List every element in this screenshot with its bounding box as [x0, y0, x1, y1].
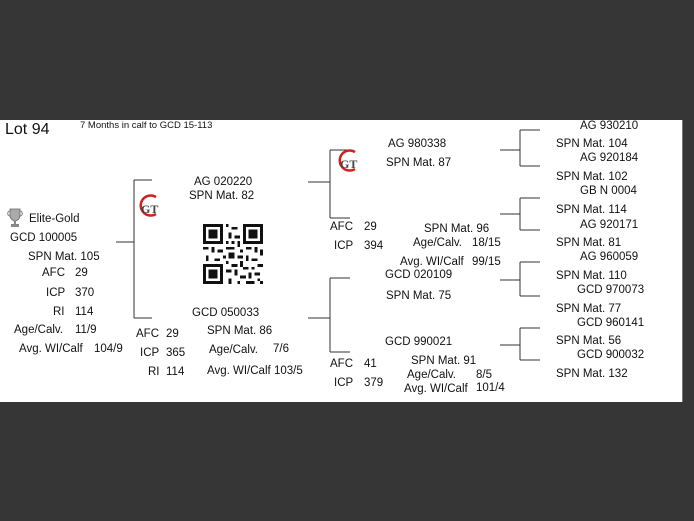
ggp-5-spn: SPN Mat. 110	[556, 270, 627, 282]
trophy-icon	[7, 208, 23, 227]
subject-afc-value: 29	[75, 267, 88, 279]
dam-dam-spn: SPN Mat. 91	[411, 355, 477, 367]
dam-ri-label: RI	[148, 366, 160, 378]
gt-logo: GT	[335, 149, 359, 180]
subject-afc-label: AFC	[42, 267, 65, 279]
ggp-1-id: AG 930210	[580, 120, 639, 132]
dam-wi-label: Avg. WI/Calf	[207, 365, 271, 377]
dam-dam-age-value: 8/5	[476, 369, 492, 381]
svg-text:GT: GT	[141, 202, 158, 216]
ggp-7-id: GCD 960141	[577, 317, 645, 329]
sire-dam-age-label: Age/Calv.	[413, 237, 463, 249]
subject-icp-value: 370	[75, 287, 95, 299]
sire-dam-wi-label: Avg. WI/Calf	[400, 256, 464, 268]
svg-text:GT: GT	[340, 157, 357, 171]
dam-dam-icp-label: ICP	[334, 377, 354, 389]
sire-id: AG 020220	[194, 176, 253, 188]
dam-dam-afc-value: 41	[364, 358, 377, 370]
dam-ri-value: 114	[166, 366, 185, 378]
award-label: Elite-Gold	[29, 213, 80, 225]
dam-wi-value: 103/5	[274, 365, 303, 377]
sire-dam-afc-label: AFC	[330, 221, 353, 233]
sire-dam-wi-value: 99/15	[472, 256, 501, 268]
ggp-7-spn: SPN Mat. 56	[556, 335, 622, 347]
dam-dam-age-label: Age/Calv.	[407, 369, 457, 381]
sire-spn: SPN Mat. 82	[189, 190, 255, 202]
ggp-8-id: GCD 900032	[577, 349, 645, 361]
dam-icp-label: ICP	[140, 347, 160, 359]
dam-icp-value: 365	[166, 347, 186, 359]
pedigree-connector-lines	[116, 129, 540, 361]
ggp-4-id: AG 920171	[580, 219, 639, 231]
lot-note: 7 Months in calf to GCD 15-113	[80, 120, 213, 131]
dam-dam-icp-value: 379	[364, 377, 384, 389]
dam-dam-wi-label: Avg. WI/Calf	[404, 383, 468, 395]
dam-sire-id: GCD 020109	[385, 269, 453, 281]
dam-dam-id: GCD 990021	[385, 336, 453, 348]
subject-age-label: Age/Calv.	[14, 324, 64, 336]
dam-age-label: Age/Calv.	[209, 344, 259, 356]
subject-age-value: 11/9	[75, 324, 97, 336]
subject-ri-label: RI	[53, 306, 65, 318]
dam-age-value: 7/6	[273, 343, 289, 355]
ggp-4-spn: SPN Mat. 81	[556, 237, 622, 249]
subject-spn: SPN Mat. 105	[28, 251, 100, 263]
dam-id: GCD 050033	[192, 307, 260, 319]
sire-sire-spn: SPN Mat. 87	[386, 157, 452, 169]
gt-logo: GT	[136, 194, 160, 225]
ggp-6-spn: SPN Mat. 77	[556, 303, 622, 315]
sire-dam-icp-label: ICP	[334, 240, 354, 252]
dam-afc-label: AFC	[136, 328, 159, 340]
dam-sire-spn: SPN Mat. 75	[386, 290, 452, 302]
qr-code	[203, 224, 263, 284]
ggp-1-spn: SPN Mat. 104	[556, 138, 628, 150]
ggp-3-spn: SPN Mat. 114	[556, 204, 627, 216]
ggp-2-spn: SPN Mat. 102	[556, 171, 628, 183]
pedigree-card: Lot 94 7 Months in calf to GCD 15-113 El…	[0, 120, 683, 402]
ggp-3-id: GB N 0004	[580, 185, 637, 197]
ggp-6-id: GCD 970073	[577, 284, 645, 296]
subject-ri-value: 114	[75, 306, 94, 318]
ggp-5-id: AG 960059	[580, 251, 639, 263]
ggp-2-id: AG 920184	[580, 152, 639, 164]
subject-id: GCD 100005	[10, 232, 78, 244]
sire-dam-spn: SPN Mat. 96	[424, 223, 490, 235]
sire-dam-icp-value: 394	[364, 240, 384, 252]
dam-afc-value: 29	[166, 328, 179, 340]
subject-wi-label: Avg. WI/Calf	[19, 343, 83, 355]
dam-dam-afc-label: AFC	[330, 358, 353, 370]
sire-sire-id: AG 980338	[388, 138, 447, 150]
lot-title: Lot 94	[5, 121, 50, 138]
subject-wi-value: 104/9	[94, 343, 123, 355]
dam-spn: SPN Mat. 86	[207, 325, 273, 337]
sire-dam-age-value: 18/15	[472, 237, 501, 249]
dam-dam-wi-value: 101/4	[476, 382, 505, 394]
sire-dam-afc-value: 29	[364, 221, 377, 233]
ggp-8-spn: SPN Mat. 132	[556, 368, 628, 380]
subject-icp-label: ICP	[46, 287, 66, 299]
